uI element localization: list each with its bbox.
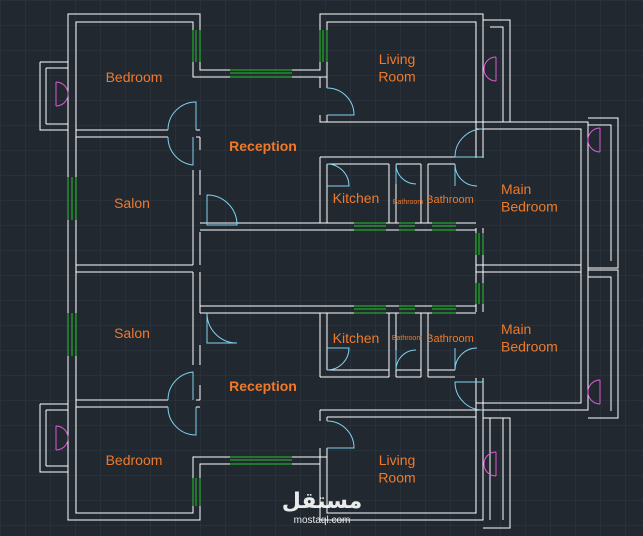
windows xyxy=(67,30,484,506)
watermark-url: mostaql.com xyxy=(294,515,351,526)
room-label-line: Main xyxy=(501,181,531,197)
room-label-line: Room xyxy=(378,69,415,85)
room-label-line: Reception xyxy=(229,378,297,394)
door-corridor-bottom xyxy=(206,312,238,344)
label-reception-top: Reception xyxy=(229,138,297,154)
label-bedroom-top: Bedroom xyxy=(106,69,163,85)
label-salon-top: Salon xyxy=(114,195,150,211)
door-kitchen-top xyxy=(326,163,350,187)
door-bath-small-bottom xyxy=(395,349,417,371)
door-bedroom-top xyxy=(167,101,197,131)
room-label-line: Salon xyxy=(114,195,150,211)
door-main-bedroom-top xyxy=(454,128,484,158)
label-kitchen-bottom: Kitchen xyxy=(333,330,380,346)
room-label-line: Reception xyxy=(229,138,297,154)
room-label-line: Salon xyxy=(114,325,150,341)
door-kitchen-bottom xyxy=(326,347,350,371)
label-bathroom-bottom: Bathroom xyxy=(426,333,474,345)
room-label-line: Kitchen xyxy=(333,330,380,346)
label-bathroom-top: Bathroom xyxy=(426,194,474,206)
label-bathroom-small-bottom: Bathroom xyxy=(392,335,423,342)
room-label-line: Living xyxy=(379,51,416,67)
balcony-doors xyxy=(55,56,601,477)
doors xyxy=(167,87,484,449)
room-label-line: Room xyxy=(378,470,415,486)
door-bathroom-top xyxy=(454,163,478,187)
watermark-logo: مستقل xyxy=(282,489,362,514)
room-label-line: Bedroom xyxy=(106,69,163,85)
room-label-line: Bathroom xyxy=(392,335,423,342)
door-bathroom-bottom xyxy=(454,347,478,371)
room-label-line: Main xyxy=(501,321,531,337)
room-label-line: Bedroom xyxy=(501,339,558,355)
room-label-line: Bathroom xyxy=(393,199,424,206)
room-label-line: Bedroom xyxy=(106,452,163,468)
room-label-line: Bathroom xyxy=(426,194,474,206)
label-bedroom-bottom: Bedroom xyxy=(106,452,163,468)
door-corridor-top xyxy=(206,194,238,226)
label-salon-bottom: Salon xyxy=(114,325,150,341)
door-salon-top xyxy=(167,136,194,166)
door-bath-small-top xyxy=(395,163,417,185)
label-bathroom-small-top: Bathroom xyxy=(393,199,424,206)
door-salon-bottom xyxy=(167,371,194,401)
label-reception-bottom: Reception xyxy=(229,378,297,394)
label-kitchen-top: Kitchen xyxy=(333,190,380,206)
room-label-line: Bedroom xyxy=(501,199,558,215)
door-living-bottom xyxy=(326,420,355,449)
room-label-line: Living xyxy=(379,452,416,468)
watermark: مستقل mostaql.com xyxy=(282,489,362,526)
door-main-bedroom-bottom xyxy=(454,381,484,411)
door-bedroom-bottom xyxy=(167,406,197,436)
door-living-top xyxy=(326,87,355,116)
room-label-line: Kitchen xyxy=(333,190,380,206)
room-label-line: Bathroom xyxy=(426,333,474,345)
